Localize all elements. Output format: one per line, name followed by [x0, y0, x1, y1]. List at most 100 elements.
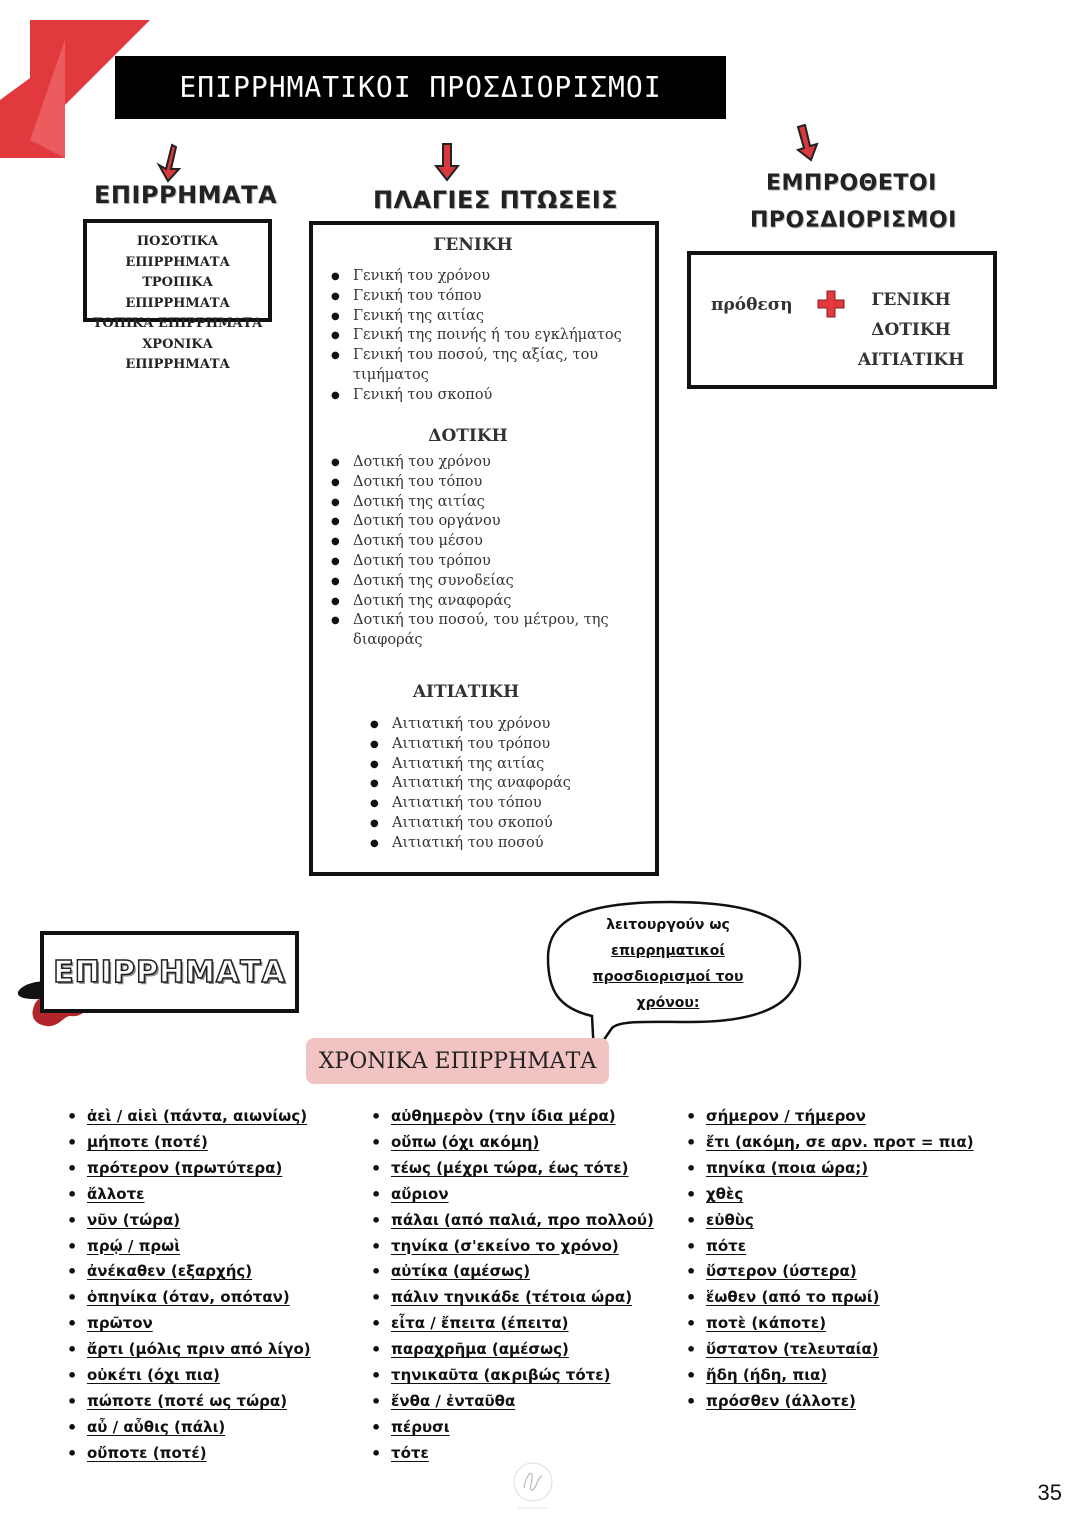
list-item: ΓΕΝΙΚΗ: [871, 290, 951, 310]
list-item: ΠΟΣΟΤΙΚΑ ΕΠΙΡΡΗΜΑΤΑ: [125, 234, 230, 270]
list-item: Αιτιατική του ποσού: [370, 834, 640, 854]
list-item: ἔνθα / ἐνταῦθα: [371, 1389, 671, 1415]
list-item: εἶτα / ἔπειτα (έπειτα): [371, 1311, 671, 1337]
list-item: ΑΙΤΙΑΤΙΚΗ: [857, 350, 965, 370]
list-item: Δοτική της συνοδείας: [331, 572, 649, 592]
bubble-line: χρόνου:: [636, 995, 700, 1011]
preposition-label: πρόθεση: [711, 295, 793, 315]
list-item: Δοτική του μέσου: [331, 532, 649, 552]
list-item: πώποτε (ποτέ ως τώρα): [67, 1389, 357, 1415]
page-title: ΕΠΙΡΡΗΜΑΤΙΚΟΙ ΠΡΟΣΔΙΟΡΙΣΜΟΙ: [115, 56, 726, 119]
list-item: πηνίκα (ποια ώρα;): [686, 1156, 976, 1182]
bubble-text: λειτουργούν ως επιρρηματικοί προσδιορισμ…: [578, 912, 758, 1016]
list-item: τηνικαῦτα (ακριβώς τότε): [371, 1363, 671, 1389]
list-item: ποτὲ (κάποτε): [686, 1311, 976, 1337]
list-item: οὐκέτι (όχι πια): [67, 1363, 357, 1389]
corner-decoration: [0, 0, 150, 160]
list-item: μήποτε (ποτέ): [67, 1130, 357, 1156]
list-item: Δοτική του ποσού, του μέτρου, της διαφορ…: [331, 611, 649, 651]
genitive-list: Γενική του χρόνου Γενική του τόπου Γενικ…: [331, 267, 637, 406]
list-item: Δοτική του οργάνου: [331, 512, 649, 532]
list-item: τότε: [371, 1441, 671, 1467]
prepositional-heading-line1: ΕΜΠΡΟΘΕΤΟΙ: [766, 171, 937, 196]
list-item: ΔΟΤΙΚΗ: [871, 320, 951, 340]
adverbs-title-box: ΕΠΙΡΡΗΜΑΤΑ: [40, 931, 299, 1013]
temporal-adverbs-label: ΧΡΟΝΙΚΑ ΕΠΙΡΡΗΜΑΤΑ: [306, 1038, 609, 1084]
arrow-down-icon: [795, 124, 819, 162]
list-item: πέρυσι: [371, 1415, 671, 1441]
list-item: ὕστερον (ύστερα): [686, 1259, 976, 1285]
list-item: τηνίκα (σ'εκείνο το χρόνο): [371, 1234, 671, 1260]
list-item: αὖ / αὖθις (πάλι): [67, 1415, 357, 1441]
list-item: νῦν (τώρα): [67, 1208, 357, 1234]
genitive-title: ΓΕΝΙΚΗ: [433, 235, 513, 255]
prepositional-heading-line2: ΠΡΟΣΔΙΟΡΙΣΜΟΙ: [750, 208, 957, 233]
list-item: πρῴ / πρωὶ: [67, 1234, 357, 1260]
list-item: αὐθημερὸν (την ίδια μέρα): [371, 1104, 671, 1130]
adverb-column-b: αὐθημερὸν (την ίδια μέρα) οὔπω (όχι ακόμ…: [371, 1104, 671, 1467]
accusative-title: ΑΙΤΙΑΤΙΚΗ: [412, 682, 520, 702]
list-item: Δοτική της αιτίας: [331, 493, 649, 513]
list-item: Αιτιατική του σκοπού: [370, 814, 640, 834]
list-item: πρότερον (πρωτύτερα): [67, 1156, 357, 1182]
list-item: ΤΟΠΙΚΑ ΕΠΙΡΡΗΜΑΤΑ: [92, 316, 263, 331]
adverb-column-a: ἀεὶ / αἰεὶ (πάντα, αιωνίως) μήποτε (ποτέ…: [67, 1104, 357, 1467]
list-item: Αιτιατική της αναφοράς: [370, 774, 640, 794]
list-item: ὁπηνίκα (όταν, οπόταν): [67, 1285, 357, 1311]
list-item: Γενική του χρόνου: [331, 267, 637, 287]
list-item: Γενική του σκοπού: [331, 386, 637, 406]
accusative-list: Αιτιατική του χρόνου Αιτιατική του τρόπο…: [370, 715, 640, 854]
list-item: ΤΡΟΠΙΚΑ ΕΠΙΡΡΗΜΑΤΑ: [125, 275, 230, 311]
list-item: Δοτική του χρόνου: [331, 453, 649, 473]
list-item: ἄρτι (μόλις πριν από λίγο): [67, 1337, 357, 1363]
list-item: αὐτίκα (αμέσως): [371, 1259, 671, 1285]
list-item: Γενική της αιτίας: [331, 307, 637, 327]
adverbs-heading: ΕΠΙΡΡΗΜΑΤΑ: [94, 181, 278, 209]
list-item: εὐθὺς: [686, 1208, 976, 1234]
list-item: ἄλλοτε: [67, 1182, 357, 1208]
arrow-down-icon: [156, 143, 182, 183]
list-item: Δοτική του τόπου: [331, 473, 649, 493]
adverb-types-box: ΠΟΣΟΤΙΚΑ ΕΠΙΡΡΗΜΑΤΑ ΤΡΟΠΙΚΑ ΕΠΙΡΡΗΜΑΤΑ Τ…: [83, 219, 272, 372]
plus-icon: [817, 290, 845, 318]
list-item: παραχρῆμα (αμέσως): [371, 1337, 671, 1363]
list-item: ἔτι (ακόμη, σε αρν. προτ = πια): [686, 1130, 976, 1156]
bubble-line: λειτουργούν ως: [606, 917, 730, 933]
list-item: οὔπω (όχι ακόμη): [371, 1130, 671, 1156]
list-item: ἀνέκαθεν (εξαρχής): [67, 1259, 357, 1285]
list-item: πότε: [686, 1234, 976, 1260]
dative-list: Δοτική του χρόνου Δοτική του τόπου Δοτικ…: [331, 453, 649, 651]
list-item: ΧΡΟΝΙΚΑ ΕΠΙΡΡΗΜΑΤΑ: [125, 336, 230, 373]
list-item: οὔποτε (ποτέ): [67, 1441, 357, 1467]
list-item: Αιτιατική του τόπου: [370, 794, 640, 814]
oblique-cases-box: ΓΕΝΙΚΗ Γενική του χρόνου Γενική του τόπο…: [309, 221, 659, 876]
list-item: αὔριον: [371, 1182, 671, 1208]
list-item: χθὲς: [686, 1182, 976, 1208]
dative-title: ΔΟΤΙΚΗ: [428, 426, 508, 446]
list-item: Αιτιατική του χρόνου: [370, 715, 640, 735]
list-item: σήμερον / τήμερον: [686, 1104, 976, 1130]
speech-bubble: [546, 900, 802, 1058]
list-item: ἤδη (ήδη, πια): [686, 1363, 976, 1389]
bubble-line: προσδιορισμοί του: [592, 969, 744, 985]
list-item: Αιτιατική του τρόπου: [370, 735, 640, 755]
list-item: Αιτιατική της αιτίας: [370, 755, 640, 775]
oblique-cases-heading: ΠΛΑΓΙΕΣ ΠΤΩΣΕΙΣ: [373, 186, 619, 214]
list-item: Γενική της ποινής ή του εγκλήματος: [331, 326, 637, 346]
list-item: ὕστατον (τελευταία): [686, 1337, 976, 1363]
case-list: ΓΕΝΙΚΗ ΔΟΤΙΚΗ ΑΙΤΙΑΤΙΚΗ: [856, 285, 966, 375]
list-item: ἀεὶ / αἰεὶ (πάντα, αιωνίως): [67, 1104, 357, 1130]
adverbs-section-title: ΕΠΙΡΡΗΜΑΤΑ: [52, 954, 286, 991]
list-item: πρῶτον: [67, 1311, 357, 1337]
list-item: Δοτική του τρόπου: [331, 552, 649, 572]
arrow-down-icon: [433, 143, 461, 182]
adverb-column-c: σήμερον / τήμερον ἔτι (ακόμη, σε αρν. πρ…: [686, 1104, 976, 1415]
list-item: πρόσθεν (άλλοτε): [686, 1389, 976, 1415]
page-number: 35: [1037, 1480, 1062, 1505]
bubble-line: επιρρηματικοί: [611, 943, 725, 959]
list-item: Γενική του ποσού, της αξίας, του τιμήματ…: [331, 346, 637, 386]
prepositional-box: πρόθεση ΓΕΝΙΚΗ ΔΟΤΙΚΗ ΑΙΤΙΑΤΙΚΗ: [687, 251, 997, 389]
list-item: πάλαι (από παλιά, προ πολλού): [371, 1208, 671, 1234]
logo-watermark: [513, 1462, 553, 1509]
list-item: Δοτική της αναφοράς: [331, 592, 649, 612]
